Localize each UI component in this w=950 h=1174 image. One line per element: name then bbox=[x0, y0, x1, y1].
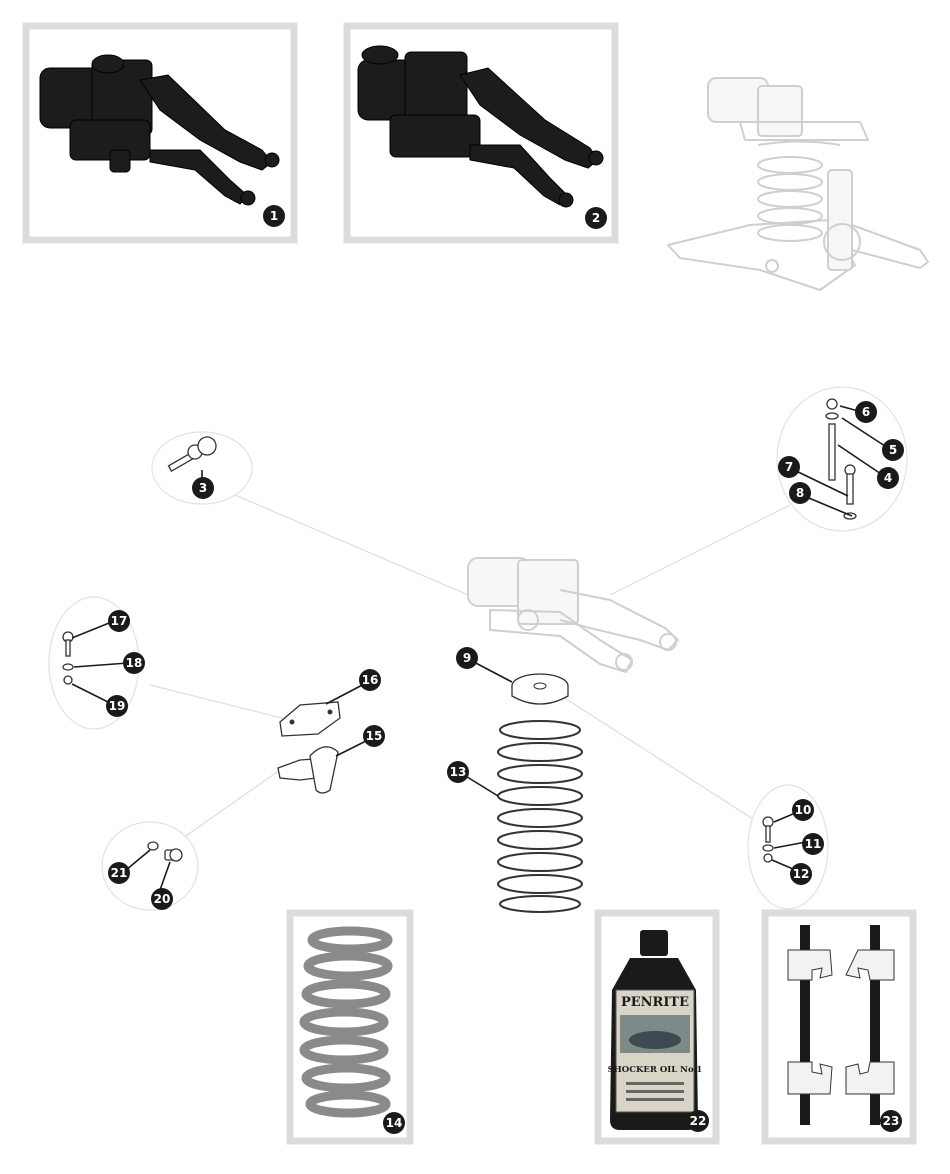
callout-15[interactable]: 15 bbox=[363, 725, 385, 747]
callout-16[interactable]: 16 bbox=[359, 669, 381, 691]
callout-12[interactable]: 12 bbox=[790, 863, 812, 885]
central-shock-absorber-ghost bbox=[467, 557, 679, 673]
bump-stop-bracket-part bbox=[277, 746, 339, 794]
callout-1-label: 1 bbox=[270, 209, 278, 223]
callout-7-label: 7 bbox=[785, 460, 793, 474]
callout-14[interactable]: 14 bbox=[383, 1112, 405, 1134]
coil-spring-grey-image bbox=[299, 926, 393, 1118]
callout-20-label: 20 bbox=[154, 892, 171, 906]
panel-coil-spring-grey[interactable] bbox=[286, 909, 414, 1145]
callout-4[interactable]: 4 bbox=[877, 467, 899, 489]
callout-23-label: 23 bbox=[883, 1114, 900, 1128]
callout-15-label: 15 bbox=[366, 729, 383, 743]
panel-shocker-oil[interactable]: PENRITE SHOCKER OIL No.1 bbox=[594, 909, 720, 1145]
callout-18-label: 18 bbox=[126, 656, 143, 670]
callout-5[interactable]: 5 bbox=[882, 439, 904, 461]
leader-lines bbox=[149, 494, 791, 841]
callout-19-label: 19 bbox=[109, 699, 126, 713]
panel-shock-absorber-2[interactable] bbox=[343, 22, 619, 244]
callout-4-label: 4 bbox=[884, 471, 892, 485]
callout-6[interactable]: 6 bbox=[855, 401, 877, 423]
callout-17-label: 17 bbox=[111, 614, 128, 628]
callout-7[interactable]: 7 bbox=[778, 456, 800, 478]
callout-6-label: 6 bbox=[862, 405, 870, 419]
oval-group-20-21 bbox=[101, 821, 199, 911]
callout-8-label: 8 bbox=[796, 486, 804, 500]
callout-2-label: 2 bbox=[592, 211, 600, 225]
callout-13-label: 13 bbox=[450, 765, 467, 779]
suspension-assembly-ghost bbox=[667, 77, 929, 291]
bottle-product-label: SHOCKER OIL No.1 bbox=[608, 1065, 703, 1075]
callout-9[interactable]: 9 bbox=[456, 647, 478, 669]
callout-9-label: 9 bbox=[463, 651, 471, 665]
panel-shock-absorber-1[interactable] bbox=[22, 22, 298, 244]
callout-3-label: 3 bbox=[199, 481, 207, 495]
callout-11[interactable]: 11 bbox=[802, 833, 824, 855]
callout-13[interactable]: 13 bbox=[447, 761, 469, 783]
callout-5-label: 5 bbox=[889, 443, 897, 457]
callout-arrows bbox=[71, 405, 889, 891]
callout-10-label: 10 bbox=[795, 803, 812, 817]
callout-21-label: 21 bbox=[111, 866, 128, 880]
coil-spring-part bbox=[497, 720, 583, 913]
callout-12-label: 12 bbox=[793, 867, 810, 881]
spring-compressor-image bbox=[787, 925, 895, 1125]
callout-21[interactable]: 21 bbox=[108, 862, 130, 884]
shock-absorber-black-alt-image bbox=[357, 45, 604, 208]
spring-seat-part bbox=[511, 673, 569, 705]
shock-absorber-black-image bbox=[39, 54, 280, 206]
callout-8[interactable]: 8 bbox=[789, 482, 811, 504]
cover-plate-part bbox=[279, 701, 341, 737]
callout-16-label: 16 bbox=[362, 673, 379, 687]
callout-18[interactable]: 18 bbox=[123, 652, 145, 674]
callout-11-label: 11 bbox=[805, 837, 822, 851]
callout-20[interactable]: 20 bbox=[151, 888, 173, 910]
callout-10[interactable]: 10 bbox=[792, 799, 814, 821]
panel-spring-compressor[interactable] bbox=[761, 909, 917, 1145]
callout-2[interactable]: 2 bbox=[585, 207, 607, 229]
callout-17[interactable]: 17 bbox=[108, 610, 130, 632]
callout-23[interactable]: 23 bbox=[880, 1110, 902, 1132]
oval-group-3 bbox=[151, 431, 253, 505]
callout-19[interactable]: 19 bbox=[106, 695, 128, 717]
callout-14-label: 14 bbox=[386, 1116, 403, 1130]
callout-22-label: 22 bbox=[690, 1114, 707, 1128]
callout-22[interactable]: 22 bbox=[687, 1110, 709, 1132]
oil-bottle-image: PENRITE SHOCKER OIL No.1 bbox=[608, 930, 703, 1130]
callout-1[interactable]: 1 bbox=[263, 205, 285, 227]
bottle-brand-label: PENRITE bbox=[621, 995, 689, 1010]
callout-3[interactable]: 3 bbox=[192, 477, 214, 499]
